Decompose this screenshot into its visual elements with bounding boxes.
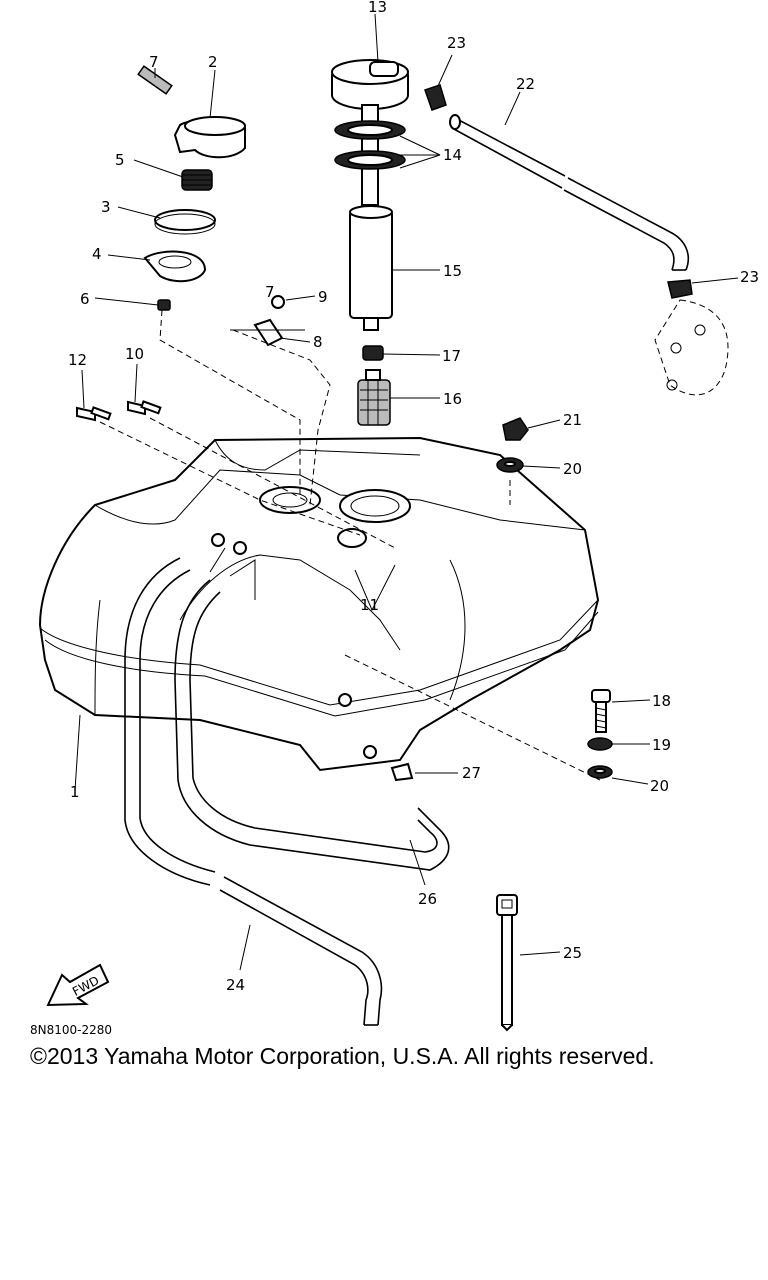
callout-5: 5: [115, 151, 125, 169]
callout-23-right: 23: [740, 268, 759, 286]
copyright-notice: ©2013 Yamaha Motor Corporation, U.S.A. A…: [30, 1043, 655, 1069]
hose-26: [174, 579, 450, 871]
callout-26: 26: [418, 890, 437, 908]
callout-4: 4: [92, 245, 102, 263]
callout-19: 19: [652, 736, 671, 754]
hose-22: [449, 114, 690, 271]
callout-16: 16: [443, 390, 462, 408]
leader-lines: [74, 13, 739, 971]
callout-21: 21: [563, 411, 582, 429]
fuel-tank: [38, 436, 600, 772]
drawing-code: 8N8100-2280: [30, 1023, 112, 1037]
callout-14: 14: [443, 146, 462, 164]
fuel-pump: [331, 59, 409, 426]
callout-20-bottom: 20: [650, 777, 669, 795]
fwd-arrow-icon: FWD: [46, 963, 110, 1007]
callout-3: 3: [101, 198, 111, 216]
callout-11: 11: [360, 596, 379, 614]
callout-9: 9: [318, 288, 328, 306]
callout-24: 24: [226, 976, 245, 994]
assembly-lines: [99, 309, 601, 781]
callout-7-small: 7: [265, 283, 275, 301]
callout-20-top: 20: [563, 460, 582, 478]
callout-25: 25: [563, 944, 582, 962]
callout-17: 17: [442, 347, 461, 365]
callout-13: 13: [368, 0, 387, 16]
callout-18: 18: [652, 692, 671, 710]
callout-6: 6: [80, 290, 90, 308]
callout-23-top: 23: [447, 34, 466, 52]
callout-27: 27: [462, 764, 481, 782]
callout-12: 12: [68, 351, 87, 369]
fwd-arrow-label: FWD: [70, 973, 101, 999]
callout-2: 2: [208, 53, 218, 71]
callout-1: 1: [70, 783, 80, 801]
callout-22: 22: [516, 75, 535, 93]
filler-cap-parts: [137, 65, 246, 311]
hose-24: [124, 557, 383, 1026]
callout-8: 8: [313, 333, 323, 351]
callout-7: 7: [149, 53, 159, 71]
callout-10: 10: [125, 345, 144, 363]
callout-labels: 13 2 7 23 22 5 14 3 4 15 23 6 7 9 8 17 1…: [68, 0, 759, 994]
callout-15: 15: [443, 262, 462, 280]
fuel-tank-exploded-diagram: FWD 13 2 7 23 22 5 14 3 4 15 23 6 7 9 8 …: [30, 0, 759, 1037]
